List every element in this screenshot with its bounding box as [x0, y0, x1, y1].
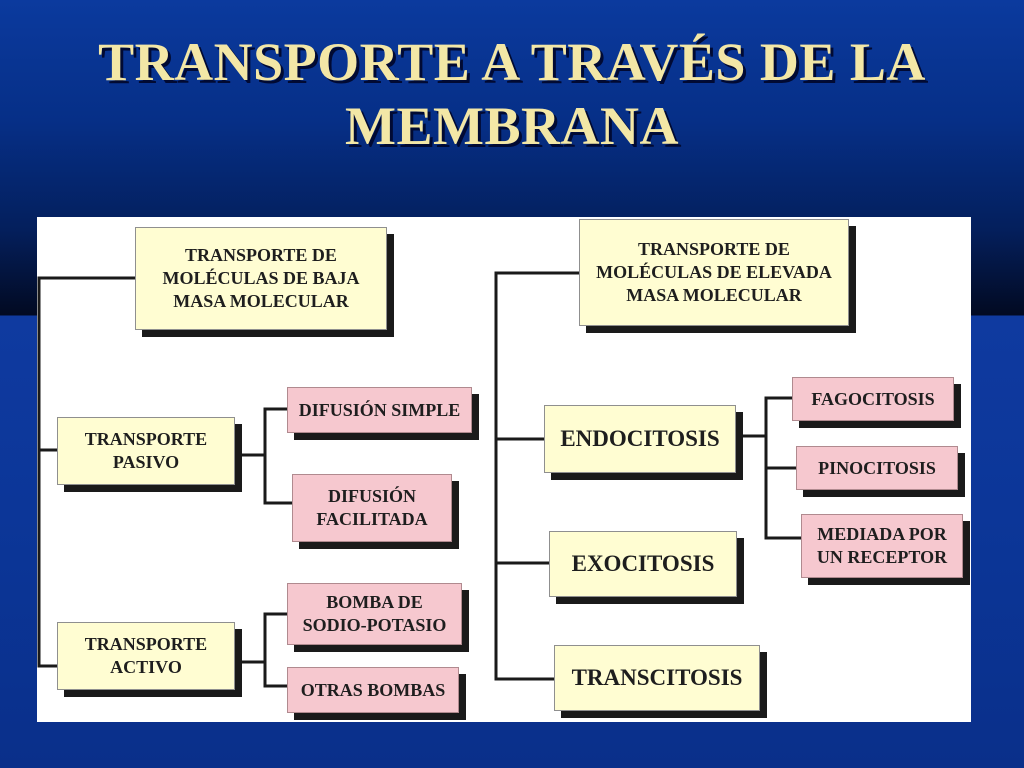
diagram-panel: TRANSPORTE DE MOLÉCULAS DE BAJA MASA MOL…	[37, 217, 971, 722]
sodium-potassium-pump-box: BOMBA DE SODIO-POTASIO	[287, 583, 462, 645]
high-mass-line-3: MASA MOLECULAR	[626, 285, 802, 305]
sodium-potassium-line-2: SODIO-POTASIO	[302, 615, 447, 635]
phagocytosis-box: FAGOCITOSIS	[792, 377, 954, 421]
endocytosis-box: ENDOCITOSIS	[544, 405, 736, 473]
passive-transport-box: TRANSPORTE PASIVO	[57, 417, 235, 485]
transcytosis-label: TRANSCITOSIS	[571, 665, 743, 690]
active-line-2: ACTIVO	[110, 657, 182, 677]
simple-diffusion-label: DIFUSIÓN SIMPLE	[298, 399, 461, 420]
high-mass-line-1: TRANSPORTE DE	[638, 239, 790, 259]
exocytosis-box: EXOCITOSIS	[549, 531, 737, 597]
facilitated-diffusion-box: DIFUSIÓN FACILITADA	[292, 474, 452, 542]
high-mass-line-2: MOLÉCULAS DE ELEVADA	[596, 262, 832, 282]
slide-title-line-1: TRANSPORTE A TRAVÉS DE LA	[98, 32, 926, 92]
phagocytosis-label: FAGOCITOSIS	[811, 388, 935, 409]
facilitated-diffusion-line-2: FACILITADA	[316, 509, 428, 529]
endocytosis-label: ENDOCITOSIS	[560, 426, 720, 451]
low-mass-transport-box: TRANSPORTE DE MOLÉCULAS DE BAJA MASA MOL…	[135, 227, 387, 330]
transcytosis-box: TRANSCITOSIS	[554, 645, 760, 711]
passive-line-1: TRANSPORTE	[84, 429, 208, 449]
low-mass-line-1: TRANSPORTE DE	[185, 245, 337, 265]
low-mass-line-2: MOLÉCULAS DE BAJA	[162, 268, 360, 288]
low-mass-line-3: MASA MOLECULAR	[173, 291, 349, 311]
connector-lines	[37, 271, 803, 688]
pinocytosis-label: PINOCITOSIS	[818, 457, 936, 478]
high-mass-transport-box: TRANSPORTE DE MOLÉCULAS DE ELEVADA MASA …	[579, 219, 849, 326]
facilitated-diffusion-line-1: DIFUSIÓN	[327, 486, 416, 506]
active-transport-box: TRANSPORTE ACTIVO	[57, 622, 235, 690]
active-line-1: TRANSPORTE	[84, 634, 208, 654]
other-pumps-box: OTRAS BOMBAS	[287, 667, 459, 713]
slide-title: TRANSPORTE A TRAVÉS DE LA MEMBRANA	[0, 30, 1024, 158]
receptor-mediated-line-1: MEDIADA POR	[817, 524, 947, 544]
receptor-mediated-line-2: UN RECEPTOR	[816, 547, 948, 567]
pinocytosis-box: PINOCITOSIS	[796, 446, 958, 490]
simple-diffusion-box: DIFUSIÓN SIMPLE	[287, 387, 472, 433]
receptor-mediated-box: MEDIADA POR UN RECEPTOR	[801, 514, 963, 578]
sodium-potassium-line-1: BOMBA DE	[326, 592, 423, 612]
exocytosis-label: EXOCITOSIS	[571, 551, 715, 576]
other-pumps-label: OTRAS BOMBAS	[300, 679, 446, 700]
passive-line-2: PASIVO	[112, 452, 180, 472]
slide-title-line-2: MEMBRANA	[345, 96, 679, 156]
